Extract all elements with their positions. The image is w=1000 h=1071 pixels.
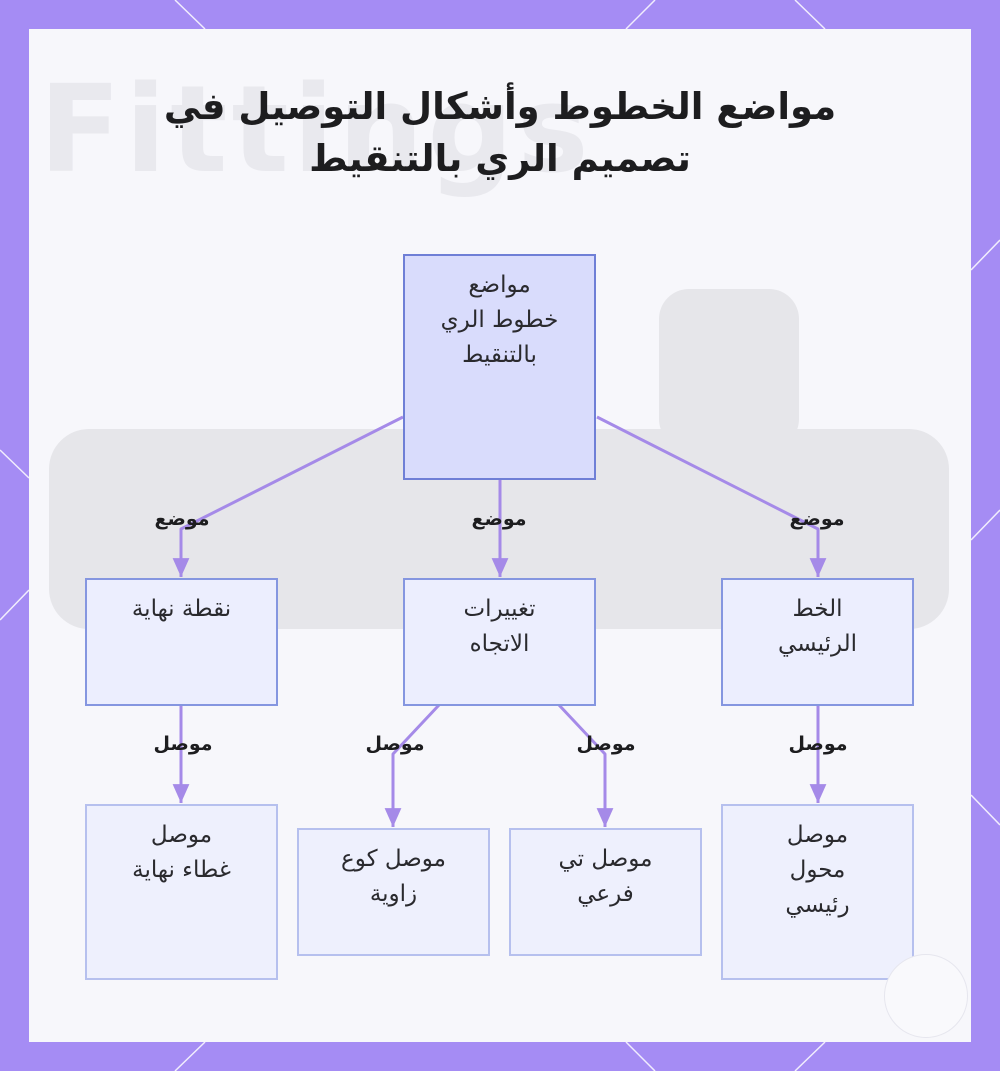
node-text-line: موصل تي	[558, 846, 653, 872]
node-tee-connector: موصل تي فرعي	[509, 828, 702, 956]
node-end-cap-connector: موصل غطاء نهاية	[85, 804, 278, 980]
node-text-line: موصل كوع	[340, 846, 447, 872]
node-text-line: خطوط الري	[440, 307, 559, 333]
edge-root-to-mainline	[596, 415, 827, 577]
edge-label: موضع	[154, 508, 210, 530]
diagram-edges	[172, 415, 827, 827]
node-text-line: الاتجاه	[469, 631, 530, 657]
logo-icon	[884, 954, 968, 1038]
edge-root-to-endpoint	[172, 415, 404, 577]
root-node: مواضع خطوط الري بالتنقيط	[403, 254, 596, 480]
node-text-line: الخط	[792, 596, 843, 622]
background-watermark: Fittings	[39, 61, 593, 200]
diagram-card: Fittings مواضع الخطوط وأشكال التوصيل في …	[29, 29, 971, 1042]
title-line-1: مواضع الخطوط وأشكال التوصيل في	[163, 85, 837, 128]
node-text-line: تغييرات	[463, 596, 536, 622]
edge-direction-to-tee	[557, 703, 614, 827]
edge-direction-to-elbow	[384, 703, 441, 827]
node-text-line: محول	[789, 857, 846, 883]
node-text-line: نقطة نهاية	[131, 596, 232, 622]
background-shape	[659, 289, 799, 449]
node-text-line: زاوية	[369, 881, 418, 907]
node-text-line: بالتنقيط	[462, 342, 537, 368]
node-text-line: رئيسي	[785, 892, 850, 918]
edge-label: موصل	[153, 733, 213, 755]
node-text-line: الرئيسي	[777, 631, 858, 657]
edge-label: موصل	[788, 733, 848, 755]
node-main-line: الخط الرئيسي	[721, 578, 914, 706]
edge-label: موضع	[789, 508, 845, 530]
node-main-adapter-connector: موصل محول رئيسي	[721, 804, 914, 980]
node-text-line: فرعي	[577, 881, 634, 907]
node-text-line: غطاء نهاية	[132, 857, 231, 883]
node-elbow-connector: موصل كوع زاوية	[297, 828, 490, 956]
edge-label: موصل	[365, 733, 425, 755]
page-title: مواضع الخطوط وأشكال التوصيل في تصميم الر…	[29, 81, 971, 185]
node-endpoint: نقطة نهاية	[85, 578, 278, 706]
node-text-line: موصل	[786, 822, 849, 848]
edge-label: موضع	[471, 508, 527, 530]
node-text-line: موصل	[150, 822, 213, 848]
title-line-2: تصميم الري بالتنقيط	[309, 137, 691, 180]
node-text-line: مواضع	[468, 272, 531, 298]
node-direction-changes: تغييرات الاتجاه	[403, 578, 596, 706]
edge-label: موصل	[576, 733, 636, 755]
